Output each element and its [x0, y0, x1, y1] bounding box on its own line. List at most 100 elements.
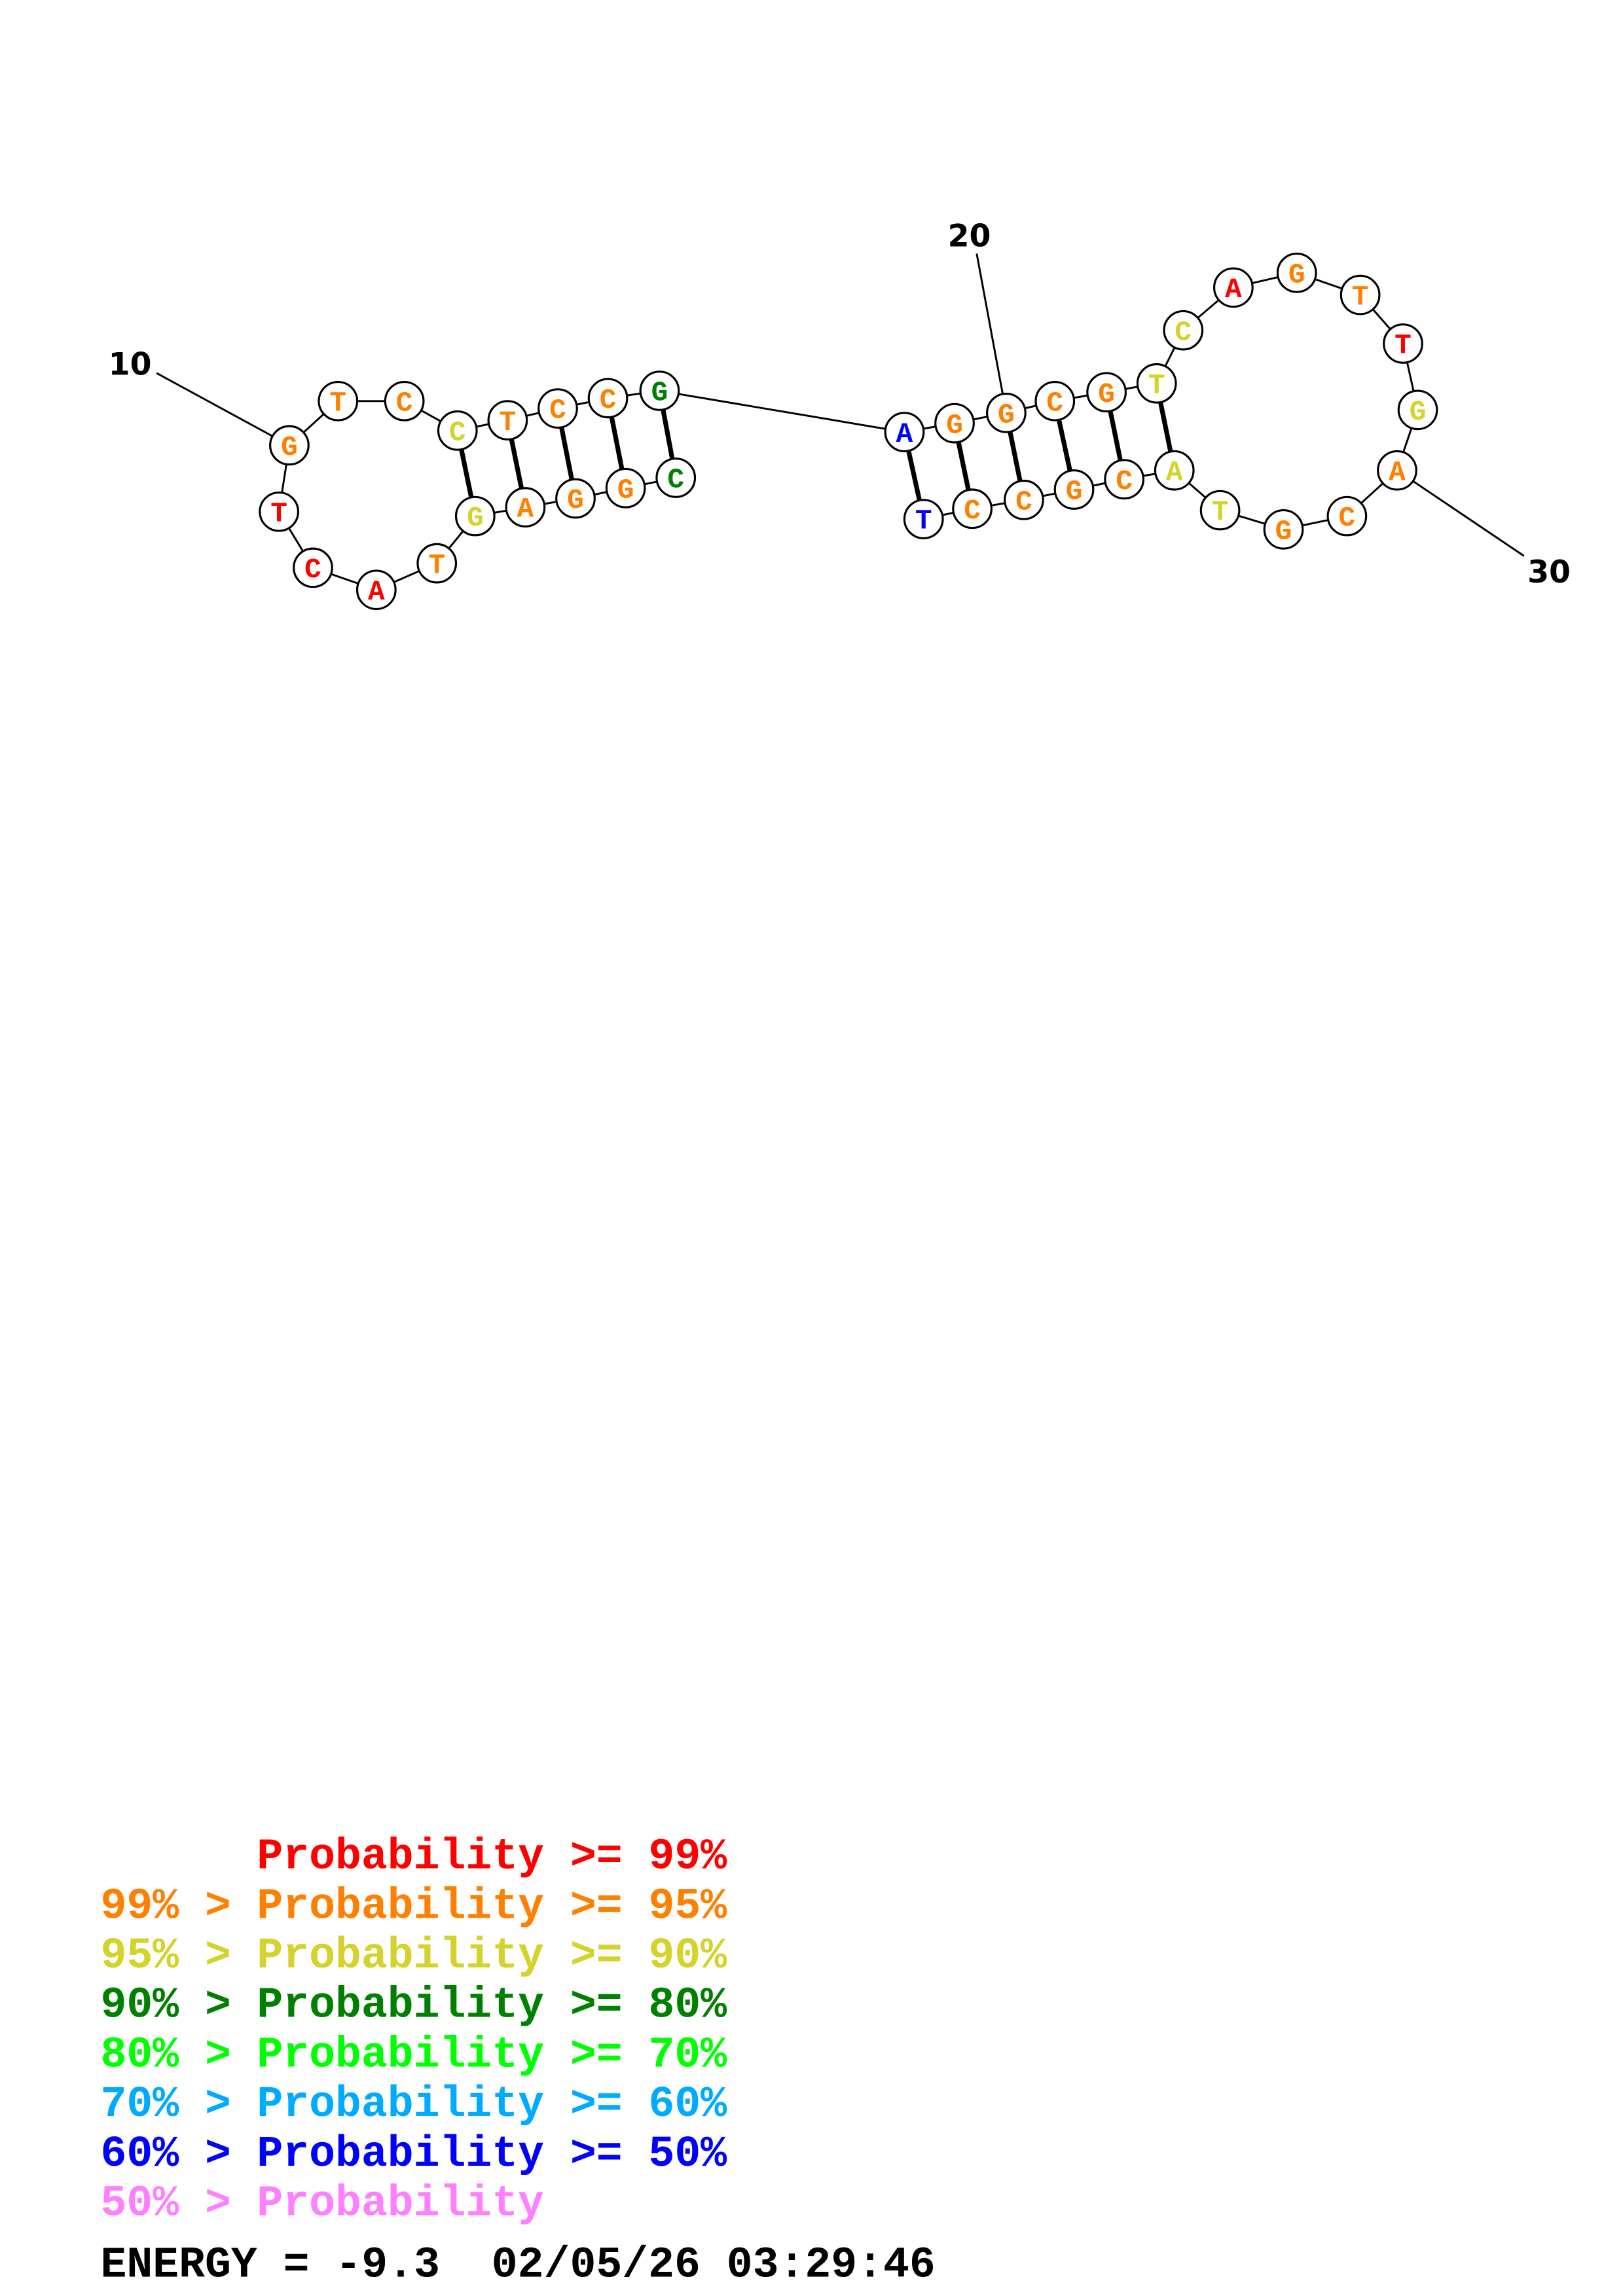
energy-value: ENERGY = -9.3: [101, 2241, 440, 2290]
nucleotide-letter: T: [270, 497, 287, 529]
nucleotide-circle: [655, 457, 697, 498]
legend-row: 90% > Probability >= 80%: [101, 1981, 727, 2030]
legend-prefix: 99% >: [101, 1882, 257, 1931]
nucleotide-letter: G: [1098, 378, 1115, 410]
nucleotide-circle: [293, 547, 333, 588]
nucleotide-letter: C: [1046, 387, 1063, 419]
nucleotide-circle: [1136, 363, 1177, 404]
nucleotide: G: [1397, 389, 1438, 431]
nucleotide: G: [1263, 509, 1304, 550]
legend-text: Probability >= 60%: [257, 2080, 727, 2129]
position-label-line: [1396, 469, 1525, 557]
position-label: 20: [948, 218, 991, 254]
position-label: 30: [1527, 554, 1571, 590]
legend-prefix: 90% >: [101, 1981, 257, 2030]
position-label-line: [156, 372, 290, 446]
nucleotide-letter: C: [1015, 486, 1032, 518]
energy-footer: ENERGY = -9.3 02/05/26 03:29:46: [101, 2241, 936, 2290]
nucleotide-circle: [538, 388, 578, 429]
nucleotide-letter: T: [329, 387, 346, 419]
nucleotide-circle: [1397, 389, 1438, 431]
legend-text: Probability >= 50%: [257, 2130, 727, 2179]
position-label-line: [976, 253, 1008, 414]
nucleotide: C: [587, 378, 629, 419]
nucleotide-circle: [587, 378, 629, 419]
nucleotide-letter: G: [567, 484, 584, 516]
nucleotide-letter: T: [428, 549, 445, 581]
legend-prefix: 70% >: [101, 2080, 257, 2129]
nucleotide: C: [1326, 495, 1368, 537]
nucleotide: T: [259, 491, 300, 532]
nucleotide: G: [639, 370, 680, 411]
nucleotide-letter: G: [946, 409, 963, 441]
nucleotide-circle: [1199, 490, 1241, 531]
nucleotide: A: [505, 487, 546, 528]
nucleotide: A: [1154, 450, 1195, 491]
legend-row: Probability >= 99%: [257, 1833, 727, 1882]
nucleotide-letter: C: [1175, 316, 1192, 348]
nucleotide: T: [1383, 323, 1423, 364]
nucleotide-letter: G: [1410, 396, 1427, 428]
nucleotide: A: [1377, 450, 1417, 491]
nucleotide-letter: C: [549, 395, 566, 427]
legend-text: Probability >= 70%: [257, 2030, 727, 2079]
nucleotide: G: [986, 392, 1027, 433]
nucleotide-letter: G: [1275, 515, 1292, 547]
nucleotide: G: [1086, 372, 1127, 413]
nucleotide: T: [903, 499, 944, 539]
nucleotide-circle: [416, 543, 458, 584]
nucleotide-circle: [356, 569, 397, 611]
nucleotide-letter: A: [1225, 274, 1242, 306]
nucleotide-letter: G: [1066, 476, 1083, 508]
nucleotide: A: [884, 412, 925, 453]
nucleotide-circle: [1004, 479, 1044, 520]
nucleotide-letter: C: [396, 387, 413, 419]
nucleotide-circle: [1154, 450, 1195, 491]
nucleotide: G: [555, 478, 596, 519]
nucleotide-letter: A: [368, 576, 385, 608]
nucleotide: C: [384, 380, 425, 422]
nucleotide-letter: T: [500, 406, 517, 439]
nucleotide-circle: [259, 491, 300, 532]
nucleotide-circle: [605, 467, 646, 509]
legend-row: 99% > Probability >= 95%: [101, 1882, 727, 1931]
nucleotide-circle: [1053, 469, 1095, 510]
legend-prefix: 60% >: [101, 2130, 257, 2179]
legend-text: Probability >= 80%: [257, 1981, 727, 2030]
nucleotide-letter: G: [1288, 259, 1305, 291]
legend-row: 95% > Probability >= 90%: [101, 1931, 727, 1981]
legend-text: Probability: [257, 2179, 544, 2229]
nucleotide: C: [538, 388, 578, 429]
nucleotide-letter: G: [617, 474, 634, 506]
nucleotide: C: [1034, 380, 1076, 422]
nucleotide-circle: [884, 412, 925, 453]
nucleotide-letter: G: [651, 377, 668, 409]
legend-prefix: 95% >: [101, 1931, 257, 1981]
nucleotide-circle: [1377, 450, 1417, 491]
nucleotide: C: [293, 547, 333, 588]
nucleotide-circle: [639, 370, 680, 411]
nucleotide-circle: [903, 499, 944, 539]
legend-text: Probability >= 90%: [257, 1931, 727, 1981]
nucleotide: T: [1136, 363, 1177, 404]
nucleotide-letter: A: [1389, 456, 1406, 488]
position-label: 10: [109, 346, 152, 382]
nucleotide-circle: [505, 487, 546, 528]
nucleotide: G: [1053, 469, 1095, 510]
nucleotide-circle: [1034, 380, 1076, 422]
nucleotide-letter: C: [1116, 465, 1133, 497]
nucleotide-letter: G: [281, 431, 298, 463]
nucleotide: C: [952, 488, 993, 529]
nucleotide: G: [269, 425, 310, 466]
probability-legend: Probability >= 99%99% > Probability >= 9…: [101, 1833, 727, 2229]
timestamp: 02/05/26 03:29:46: [492, 2241, 936, 2290]
nucleotide: G: [1276, 252, 1317, 293]
nucleotide-circle: [986, 392, 1027, 433]
nucleotide-letter: C: [449, 417, 466, 449]
legend-row: 60% > Probability >= 50%: [101, 2130, 727, 2179]
nucleotide-letter: C: [1339, 502, 1356, 534]
nucleotide: A: [356, 569, 397, 611]
nucleotide-letter: C: [304, 554, 321, 586]
nucleotide: C: [1004, 479, 1044, 520]
